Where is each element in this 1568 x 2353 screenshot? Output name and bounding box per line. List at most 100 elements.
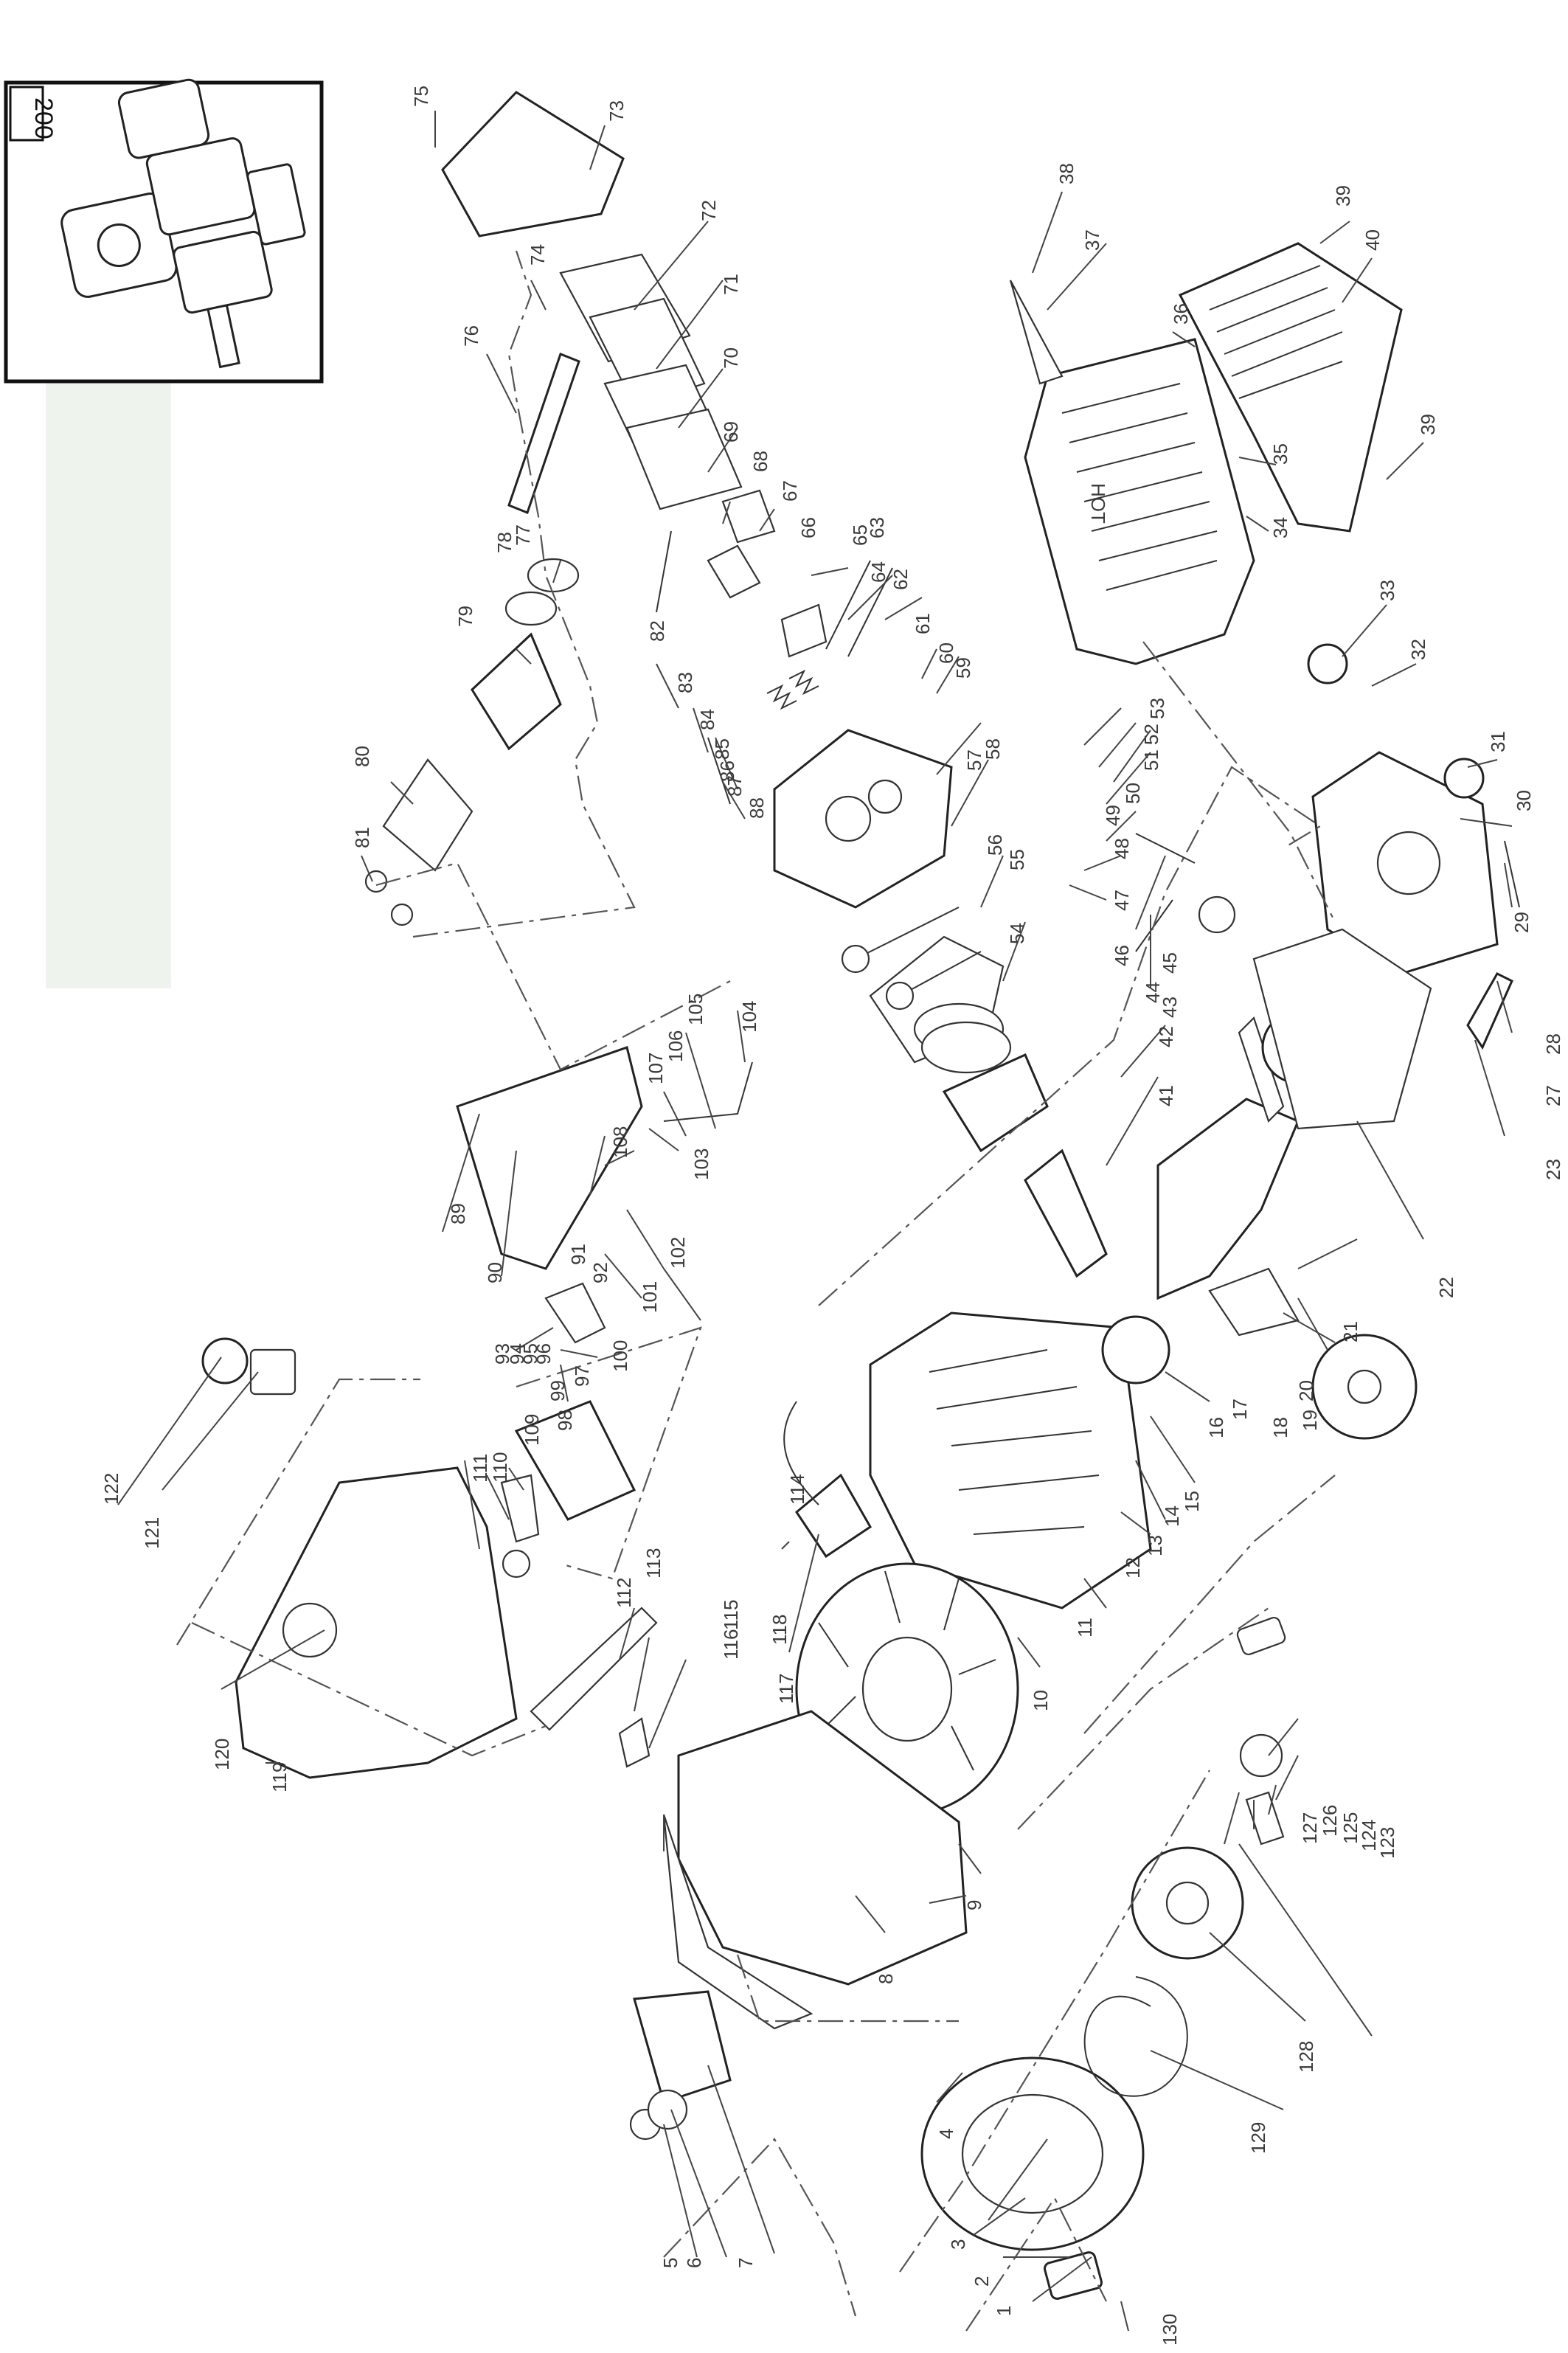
callout: 128 — [1295, 2041, 1317, 2073]
callout: 53 — [1146, 698, 1168, 719]
callout: 15 — [1181, 1491, 1203, 1512]
callout: 14 — [1161, 1505, 1183, 1527]
callout: 124 — [1358, 1820, 1380, 1851]
callout: 113 — [642, 1548, 665, 1579]
part-crankshaft — [1156, 1098, 1300, 1300]
callout: 93 — [491, 1343, 513, 1365]
brand-mark: HOT — [1087, 483, 1109, 524]
callout: 61 — [912, 613, 934, 634]
callout: 45 — [1159, 952, 1181, 974]
callout: 43 — [1159, 997, 1181, 1018]
callout: 21 — [1339, 1321, 1361, 1342]
callout: 95 — [519, 1343, 541, 1365]
parts-layer: HOT — [201, 91, 1520, 2300]
part-piston — [942, 1053, 1049, 1153]
callout: 7 — [735, 2258, 757, 2268]
callout: 63 — [866, 517, 888, 538]
callout: 18 — [1269, 1417, 1291, 1438]
callout: 27 — [1542, 1085, 1564, 1106]
callout: 85 — [711, 738, 733, 760]
callout: 122 — [100, 1473, 122, 1505]
callout: 48 — [1111, 838, 1133, 859]
engine-thumbnail-sketch — [60, 78, 306, 369]
callout: 108 — [609, 1126, 631, 1158]
callout: 100 — [609, 1340, 631, 1372]
callout: 65 — [849, 524, 871, 546]
callout: 110 — [489, 1452, 511, 1483]
callout: 8 — [875, 1974, 897, 1984]
callout: 105 — [684, 994, 707, 1025]
callout: 115 — [720, 1600, 742, 1630]
callout: 49 — [1102, 805, 1124, 826]
callout: 47 — [1111, 890, 1133, 911]
part-heat-shield — [1178, 242, 1403, 533]
callout: 16 — [1205, 1417, 1227, 1438]
callout: 96 — [533, 1343, 555, 1365]
part-muffler: HOT — [1009, 280, 1255, 665]
callout: 107 — [645, 1053, 667, 1084]
callout: 28 — [1542, 1033, 1564, 1055]
callout: 40 — [1361, 229, 1384, 251]
callout: 70 — [720, 347, 742, 369]
callout: 72 — [698, 200, 720, 221]
callout: 89 — [447, 1203, 469, 1224]
callout: 103 — [690, 1148, 712, 1180]
part-control-plate — [456, 1046, 643, 1270]
callout: 102 — [667, 1237, 689, 1269]
callout: 80 — [351, 746, 373, 767]
callout: 73 — [606, 100, 628, 122]
callout: 77 — [512, 524, 534, 546]
callout: 126 — [1319, 1805, 1341, 1837]
callout: 54 — [1006, 923, 1028, 944]
callout: 38 — [1055, 163, 1078, 184]
callout: 101 — [639, 1281, 661, 1313]
callout: 119 — [268, 1762, 291, 1792]
callout: 129 — [1247, 2122, 1269, 2154]
callout: 39 — [1417, 414, 1439, 435]
part-air-cleaner-cover — [441, 91, 625, 238]
leader-lines — [117, 111, 1513, 2332]
callout: 125 — [1339, 1812, 1361, 1844]
callout: 44 — [1142, 982, 1164, 1003]
callout: 71 — [720, 274, 742, 295]
callout: 20 — [1295, 1380, 1317, 1401]
callout: 60 — [935, 642, 957, 664]
callout: 34 — [1269, 517, 1291, 538]
callout: 76 — [460, 325, 482, 347]
callout: 104 — [738, 1001, 760, 1033]
callout: 46 — [1111, 945, 1133, 966]
callout: 37 — [1081, 229, 1103, 251]
assembly-lines — [176, 250, 1336, 2332]
callout: 35 — [1269, 443, 1291, 465]
callout: 41 — [1155, 1085, 1177, 1106]
callout: 120 — [211, 1739, 233, 1770]
callout: 87 — [724, 775, 746, 797]
callout: 66 — [797, 517, 819, 538]
callout: 13 — [1144, 1535, 1166, 1556]
callout: 74 — [527, 244, 549, 266]
callout: 2 — [971, 2276, 993, 2287]
callout: 86 — [716, 760, 738, 782]
thumbnail-label: 200 — [30, 97, 58, 139]
callout: 75 — [410, 86, 432, 107]
callout: 59 — [952, 657, 974, 679]
callout: 118 — [769, 1615, 791, 1645]
callout: 117 — [775, 1674, 797, 1704]
callout: 82 — [646, 620, 668, 642]
callout: 62 — [889, 569, 912, 590]
callout: 1 — [993, 2306, 1015, 2316]
callout: 31 — [1487, 731, 1509, 752]
callout: 99 — [547, 1380, 569, 1401]
callout: 127 — [1299, 1812, 1321, 1844]
callout: 32 — [1407, 639, 1429, 660]
callout: 88 — [746, 797, 768, 819]
callout: 106 — [665, 1030, 687, 1062]
callout: 11 — [1074, 1618, 1096, 1638]
callout: 130 — [1159, 2314, 1181, 2346]
callout: 56 — [984, 834, 1006, 856]
callout: 121 — [141, 1517, 163, 1549]
callout: 39 — [1332, 185, 1354, 207]
callout: 111 — [469, 1453, 491, 1483]
callout: 29 — [1510, 912, 1533, 933]
